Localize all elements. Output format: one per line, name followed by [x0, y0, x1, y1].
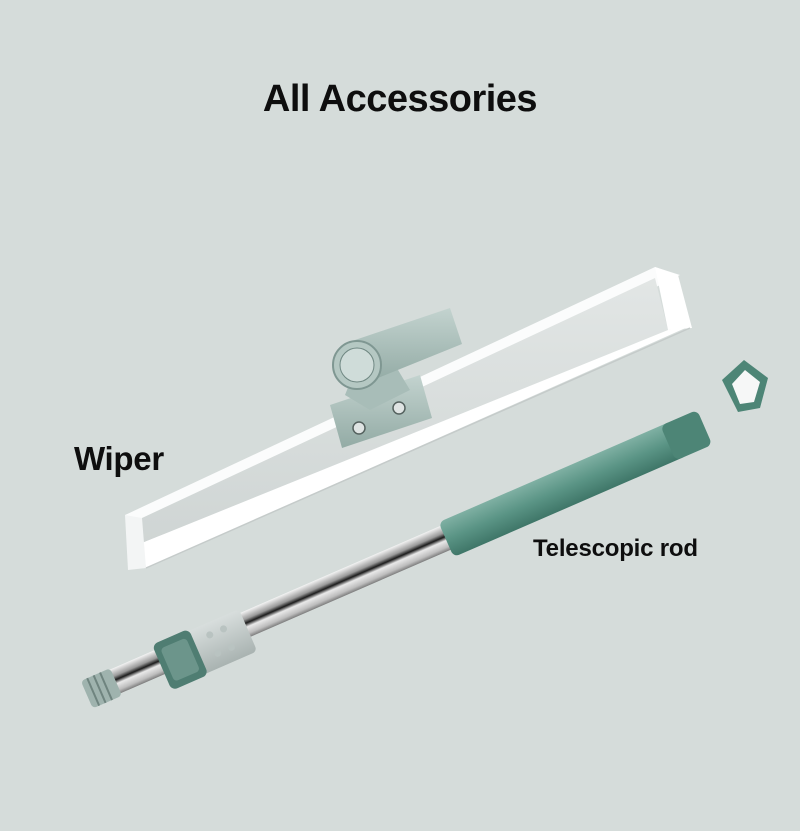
- telescopic-rod: [82, 360, 768, 708]
- wiper-bracket: [330, 308, 462, 448]
- page-title: All Accessories: [262, 78, 538, 120]
- telescopic-rod-label: Telescopic rod: [533, 535, 698, 562]
- wiper-label: Wiper: [74, 440, 164, 477]
